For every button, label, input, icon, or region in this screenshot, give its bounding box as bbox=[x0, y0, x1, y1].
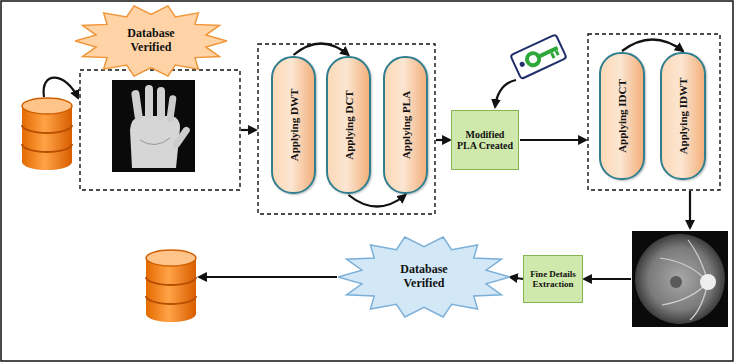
flow-connector bbox=[510, 277, 523, 279]
process-pill: Applying IDCT bbox=[599, 52, 645, 180]
node-label: Applying IDWT bbox=[677, 78, 690, 155]
node-label: Applying DWT bbox=[287, 89, 300, 161]
process-pill: Applying IDWT bbox=[660, 52, 706, 180]
key-icon bbox=[510, 34, 566, 79]
process-box: Fine Details Extraction bbox=[523, 255, 583, 303]
starburst-node: Database Verified bbox=[75, 5, 227, 77]
node-label: Database Verified bbox=[112, 27, 190, 55]
flow-connector bbox=[622, 40, 683, 52]
node-label: Applying DCT bbox=[342, 90, 355, 159]
process-box: Modified PLA Created bbox=[451, 110, 519, 170]
process-pill: Applying PLA bbox=[383, 56, 428, 194]
node-label: Modified PLA Created bbox=[455, 129, 515, 152]
database-cylinder bbox=[146, 250, 196, 322]
database-cylinder bbox=[22, 98, 72, 170]
palm-image bbox=[112, 80, 195, 172]
node-label: Fine Details Extraction bbox=[527, 269, 579, 290]
starburst-node: Database Verified bbox=[338, 236, 510, 318]
process-pill: Applying DCT bbox=[326, 56, 371, 194]
dashed-group bbox=[258, 44, 435, 214]
process-pill: Applying DWT bbox=[271, 56, 316, 194]
retina-image bbox=[632, 231, 728, 327]
flow-connector bbox=[294, 44, 349, 56]
dashed-group bbox=[80, 70, 240, 190]
node-label: Applying PLA bbox=[399, 91, 412, 159]
node-label: Applying IDCT bbox=[616, 79, 629, 153]
flow-connector bbox=[349, 195, 406, 207]
dashed-group bbox=[588, 34, 720, 190]
node-label: Database Verified bbox=[385, 263, 463, 291]
